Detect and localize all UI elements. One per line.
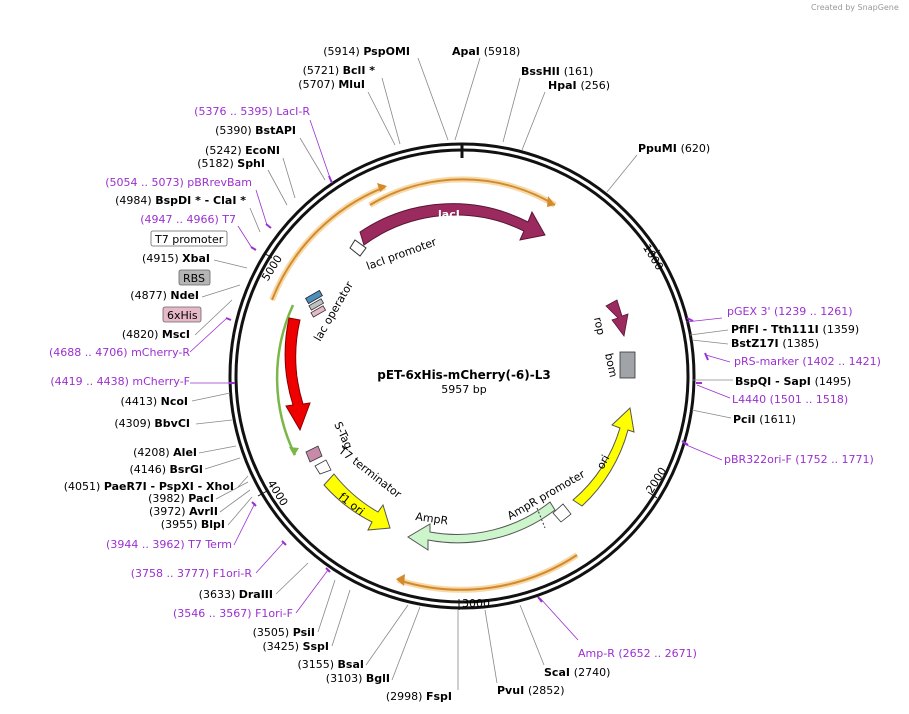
primer-marks bbox=[225, 175, 709, 603]
tick-3000: 3000 bbox=[458, 597, 490, 610]
orf-arc-topleft-outer bbox=[269, 184, 387, 302]
rbs-feature bbox=[308, 298, 325, 311]
site-label-16: (4820) MscI bbox=[122, 328, 190, 341]
rbs-box-label: RBS bbox=[183, 272, 205, 285]
svg-text:3000: 3000 bbox=[462, 597, 490, 610]
t7-terminator-feature bbox=[314, 459, 332, 475]
laci-label: lacI bbox=[438, 208, 460, 221]
orf-arc-laci bbox=[369, 178, 556, 206]
ori-label: ori bbox=[594, 453, 612, 472]
site-label-30: pBR322ori-F (1752 .. 1771) bbox=[724, 453, 874, 466]
site-label-40: (3425) SspI bbox=[262, 640, 329, 653]
site-label-10: (5182) SphI bbox=[197, 157, 265, 170]
site-label-12: (4984) BspDI * - ClaI * bbox=[115, 194, 246, 207]
site-label-42: (3155) BsaI bbox=[297, 658, 364, 671]
site-label-15: (4877) NdeI bbox=[130, 289, 199, 302]
site-label-39: (3505) PsiI bbox=[253, 626, 315, 639]
site-label-34: (3955) BlpI bbox=[161, 518, 225, 531]
orf-arc-ampr-head bbox=[396, 574, 405, 586]
site-label-32: (3982) PacI bbox=[148, 492, 214, 505]
site-label-29: (4146) BsrGI bbox=[129, 463, 203, 476]
ampr-divider bbox=[536, 507, 546, 529]
orf-arc-topleft-head bbox=[377, 183, 387, 192]
laci-feature bbox=[359, 203, 546, 246]
site-label-21: pRS-marker (1402 .. 1421) bbox=[734, 355, 881, 368]
orf-arc-laci-head bbox=[547, 196, 555, 207]
site-label-23: (4413) NcoI bbox=[121, 395, 188, 408]
rop-feature bbox=[605, 299, 629, 337]
site-label-17: (4688 .. 4706) mCherry-R bbox=[49, 346, 190, 359]
site-label-2: (5721) BclI * bbox=[303, 64, 376, 77]
rop-label: rop bbox=[591, 316, 607, 336]
site-label-19: PflFI - Tth111I (1359) bbox=[731, 323, 859, 336]
site-label-28: (4208) AleI bbox=[133, 446, 197, 459]
boxed-labels: T7 promoter RBS 6xHis bbox=[150, 230, 228, 323]
svg-text:2000: 2000 bbox=[644, 465, 670, 496]
ampr-feature bbox=[407, 501, 556, 551]
site-label-7: (5390) BstAPI bbox=[215, 124, 296, 137]
s-tag-feature bbox=[305, 445, 323, 463]
site-label-38: (3546 .. 3567) F1ori-F bbox=[173, 607, 293, 620]
site-label-44: (3103) BglI bbox=[326, 672, 390, 685]
rbs-box bbox=[178, 269, 211, 286]
site-label-25: L4440 (1501 .. 1518) bbox=[732, 393, 848, 406]
laci-promoter-label: lacI promoter bbox=[365, 235, 439, 273]
site-label-37: (3633) DraIII bbox=[199, 588, 273, 601]
site-label-43: ScaI (2740) bbox=[544, 666, 610, 679]
orf-arc-mcherry-green bbox=[275, 304, 297, 456]
site-label-26: (4309) BbvCI bbox=[114, 417, 190, 430]
site-label-22: (4419 .. 4438) mCherry-F bbox=[50, 375, 190, 388]
bom-feature bbox=[619, 351, 636, 379]
site-label-9: (5242) EcoNI bbox=[205, 144, 280, 157]
site-label-20: BstZ17I (1385) bbox=[731, 337, 819, 350]
site-label-45: PvuI (2852) bbox=[497, 684, 565, 697]
orf-arc-mcherry-green-head bbox=[289, 447, 299, 456]
mcherry-feature bbox=[284, 317, 311, 432]
site-label-36: (3758 .. 3777) F1ori-R bbox=[131, 567, 253, 580]
site-label-8: PpuMI (620) bbox=[638, 142, 710, 155]
site-labels: (5914) PspOMI ApaI (5918) (5721) BclI *(57… bbox=[49, 45, 881, 703]
site-label-11: (5054 .. 5073) pBRrevBam bbox=[105, 176, 252, 189]
site-label-4: BssHII (161) bbox=[521, 65, 593, 78]
site-label-14: (4915) XbaI bbox=[142, 252, 210, 265]
leader-lines bbox=[189, 57, 733, 690]
ampr-promoter-feature bbox=[552, 503, 572, 523]
site-label-5: HpaI (256) bbox=[548, 79, 610, 92]
orf-arc-topleft bbox=[271, 186, 386, 301]
t7-promoter-box-label: T7 promoter bbox=[154, 233, 224, 246]
plasmid-length: 5957 bp bbox=[441, 383, 486, 396]
lac-operator-feature bbox=[305, 289, 323, 305]
ampr-label: AmpR bbox=[415, 510, 450, 527]
sixhis-box-label: 6xHis bbox=[167, 309, 198, 322]
site-label-35: (3944 .. 3962) T7 Term bbox=[106, 538, 232, 551]
plasmid-name: pET-6xHis-mCherry(-6)-L3 bbox=[377, 368, 550, 382]
site-label-6: (5376 .. 5395) LacI-R bbox=[194, 105, 310, 118]
site-label-27: PciI (1611) bbox=[733, 413, 796, 426]
site-label-13: (4947 .. 4966) T7 bbox=[140, 213, 236, 226]
ori-feature bbox=[572, 406, 635, 507]
site-label-1: ApaI (5918) bbox=[452, 45, 520, 58]
t7-promoter-box bbox=[150, 230, 228, 247]
site-label-31: (4051) PaeR7I - PspXI - XhoI bbox=[64, 480, 234, 493]
site-label-18: pGEX 3' (1239 .. 1261) bbox=[727, 305, 853, 318]
site-label-33: (3972) AvrII bbox=[149, 505, 218, 518]
sixhis-box bbox=[162, 306, 202, 323]
site-label-46: (2998) FspI bbox=[386, 690, 452, 703]
f1-ori-feature bbox=[323, 473, 391, 531]
site-label-0: (5914) PspOMI bbox=[323, 45, 410, 58]
site-label-24: BspQI - SapI (1495) bbox=[735, 375, 851, 388]
orf-arc-ampr bbox=[397, 554, 578, 591]
sixhis-feature bbox=[310, 305, 327, 318]
site-label-3: (5707) MluI bbox=[298, 78, 365, 91]
bom-label: bom bbox=[602, 352, 620, 379]
laci-promoter-feature bbox=[349, 239, 367, 257]
site-label-41: Amp-R (2652 .. 2671) bbox=[578, 647, 697, 660]
credit-text: Created by SnapGene bbox=[811, 3, 899, 12]
